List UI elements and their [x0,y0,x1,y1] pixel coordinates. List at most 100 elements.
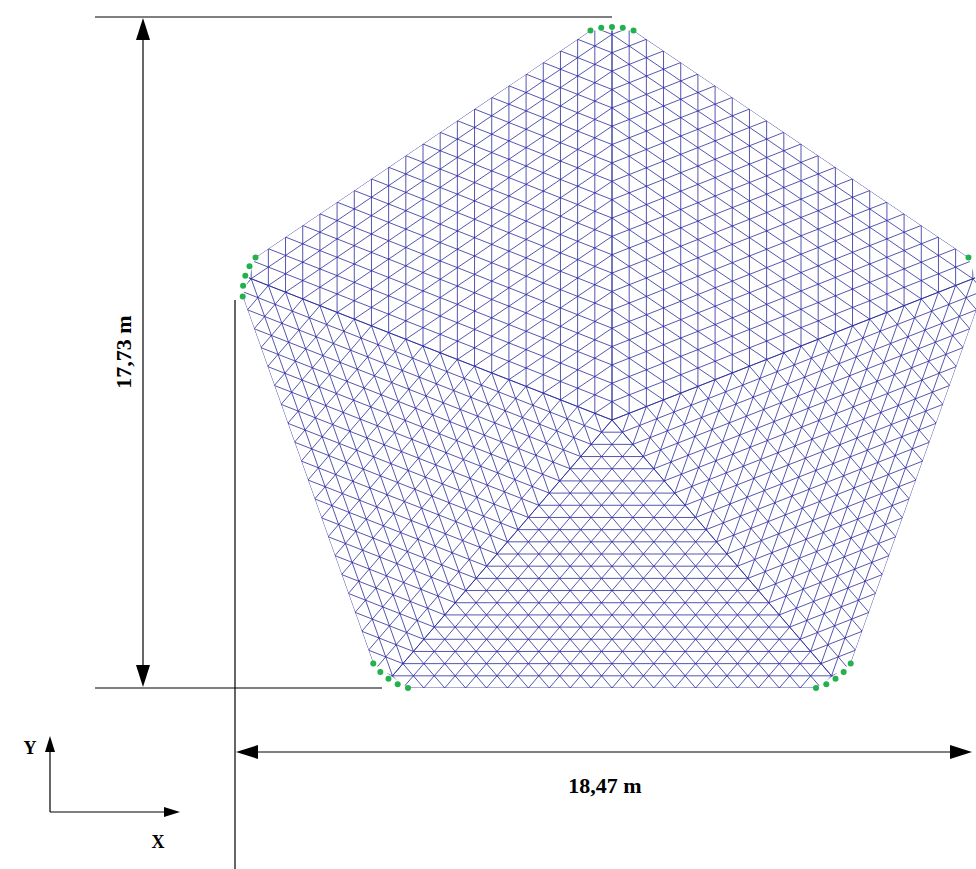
grid-member [612,51,664,71]
grid-member [758,639,800,688]
grid-member [355,612,424,639]
grid-member [560,480,665,481]
axis-label: X [152,833,165,851]
support-dot [395,681,401,687]
grid-member [612,181,835,332]
grid-member [526,74,612,108]
grid-member [790,306,904,627]
grid-member [612,420,842,688]
grid-member [921,299,963,348]
grid-member [784,353,909,499]
grid-member [560,400,580,457]
arrow-head [45,736,55,752]
grid-member [423,144,424,346]
grid-member [612,39,646,52]
grid-member [767,359,903,517]
grid-member [612,109,749,163]
grid-member [268,306,320,367]
grid-member [455,602,769,603]
grid-member [595,402,612,414]
support-dot [841,669,847,675]
grid-member [286,71,612,292]
grid-member [301,339,406,461]
grid-member [821,676,831,688]
grid-member [405,156,406,340]
grid-member [423,218,612,346]
grid-member [455,603,528,688]
grid-member [539,505,685,506]
grid-member [445,615,508,688]
grid-member [423,346,497,554]
grid-member [492,373,539,505]
grid-member [612,179,853,273]
axis-lines [50,748,168,812]
grid-member [281,404,539,505]
grid-member [413,651,810,652]
grid-member [570,530,706,688]
support-dots [240,24,972,691]
grid-member [612,365,664,400]
grid-member [466,469,654,688]
support-dot [813,685,819,691]
grid-member [612,145,870,320]
grid-member [612,191,870,292]
grid-member [835,333,929,443]
grid-member [528,517,674,688]
grid-member [612,86,715,126]
grid-member [717,615,780,688]
grid-member [612,291,732,372]
grid-member [241,279,251,291]
support-dot [833,676,839,682]
grid-member [335,373,492,556]
support-dot [631,28,637,34]
grid-member [696,603,769,688]
grid-member [612,63,681,90]
arrow-head [136,665,150,687]
grid-member [766,121,767,360]
support-dot [385,676,391,682]
grid-member [853,326,937,423]
grid-member [835,167,836,332]
grid-member [388,167,389,332]
grid-member [904,306,956,367]
grid-member [938,292,969,329]
grid-member [779,651,810,688]
grid-member [491,97,492,372]
grid-member [406,156,612,237]
grid-member [748,333,835,579]
grid-member [476,578,570,688]
grid-member [800,664,821,688]
grid-member [612,74,698,108]
grid-member [466,591,550,688]
support-dot [246,263,252,269]
grid-member [320,214,612,328]
grid-member [492,291,612,372]
grid-member [938,237,939,292]
grid-member [727,480,916,554]
grid-member [301,461,507,542]
grid-member [261,299,303,348]
grid-member [328,366,474,537]
grid-member [972,260,973,278]
grid-member [612,328,698,386]
grid-member [487,566,592,688]
grid-member [633,566,738,688]
grid-member [286,237,612,365]
grid-member [800,612,869,639]
grid-member [886,202,887,312]
dimension-label: 18,47 m [568,775,641,797]
support-dot [253,254,259,260]
grid-member [302,225,303,298]
grid-member [560,365,612,400]
grid-member [818,339,923,461]
grid-member [543,63,612,90]
grid-member [375,669,392,676]
grid-member [622,413,629,432]
grid-member [732,97,733,372]
grid-member [518,530,654,688]
grid-member [315,353,440,499]
grid-member [560,51,561,400]
grid-member [457,121,458,360]
grid-member [342,575,445,615]
